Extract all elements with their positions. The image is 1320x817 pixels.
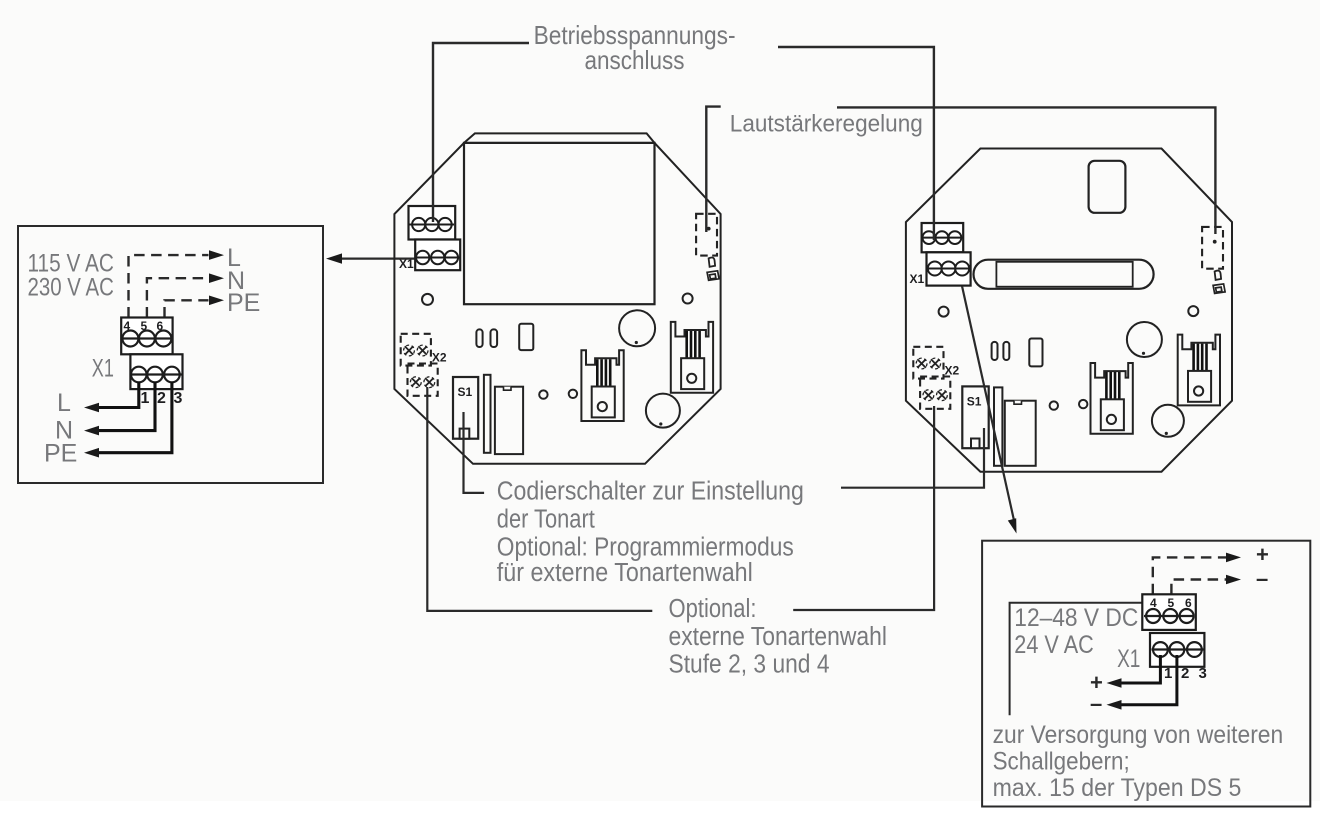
svg-text:1: 1 — [1164, 665, 1172, 682]
svg-text:–: – — [1256, 566, 1268, 591]
svg-text:–: – — [1090, 691, 1102, 716]
svg-text:Stufe 2, 3 und 4: Stufe 2, 3 und 4 — [669, 651, 830, 679]
svg-text:2: 2 — [1181, 665, 1189, 682]
svg-text:Lautstärkeregelung: Lautstärkeregelung — [730, 111, 923, 138]
svg-text:N: N — [227, 267, 245, 295]
svg-text:Betriebsspannungs-: Betriebsspannungs- — [534, 20, 736, 50]
svg-text:X1: X1 — [92, 354, 114, 382]
svg-text:Optional: Programmiermodus: Optional: Programmiermodus — [497, 534, 794, 562]
svg-text:5: 5 — [141, 319, 148, 333]
svg-text:+: + — [1090, 670, 1103, 695]
svg-text:4: 4 — [1150, 596, 1157, 610]
svg-text:max. 15 der Typen DS 5: max. 15 der Typen DS 5 — [993, 774, 1242, 802]
svg-text:5: 5 — [1168, 596, 1175, 610]
svg-text:Schallgebern;: Schallgebern; — [993, 748, 1130, 776]
svg-text:der Tonart: der Tonart — [497, 506, 595, 534]
svg-text:X1: X1 — [1117, 645, 1140, 673]
svg-text:anschluss: anschluss — [585, 45, 685, 75]
svg-text:L: L — [227, 244, 241, 272]
svg-text:X2: X2 — [945, 363, 960, 377]
svg-text:1: 1 — [141, 390, 150, 407]
svg-text:zur Versorgung von weiteren: zur Versorgung von weiteren — [993, 721, 1284, 749]
svg-text:2: 2 — [157, 390, 166, 407]
svg-text:Codierschalter zur Einstellung: Codierschalter zur Einstellung — [497, 478, 804, 506]
svg-text:N: N — [55, 417, 73, 445]
svg-text:6: 6 — [1185, 596, 1192, 610]
svg-text:S1: S1 — [458, 385, 473, 399]
svg-text:S1: S1 — [967, 395, 982, 409]
svg-text:X1: X1 — [399, 257, 414, 271]
svg-text:für externe Tonartenwahl: für externe Tonartenwahl — [497, 559, 753, 587]
svg-text:X2: X2 — [432, 350, 447, 364]
svg-text:24 V AC: 24 V AC — [1014, 631, 1094, 659]
svg-text:externe Tonartenwahl: externe Tonartenwahl — [669, 623, 887, 651]
svg-text:6: 6 — [157, 319, 164, 333]
svg-text:230 V AC: 230 V AC — [28, 274, 114, 302]
svg-text:4: 4 — [124, 319, 131, 333]
svg-text:PE: PE — [44, 440, 77, 468]
svg-text:3: 3 — [1199, 665, 1207, 682]
svg-text:X1: X1 — [910, 272, 925, 286]
svg-text:12–48 V DC: 12–48 V DC — [1014, 604, 1138, 632]
svg-text:3: 3 — [174, 390, 183, 407]
svg-text:+: + — [1256, 542, 1269, 567]
svg-text:PE: PE — [227, 289, 260, 317]
svg-text:Optional:: Optional: — [669, 595, 757, 623]
svg-text:115 V AC: 115 V AC — [28, 250, 114, 278]
svg-text:L: L — [57, 389, 71, 417]
